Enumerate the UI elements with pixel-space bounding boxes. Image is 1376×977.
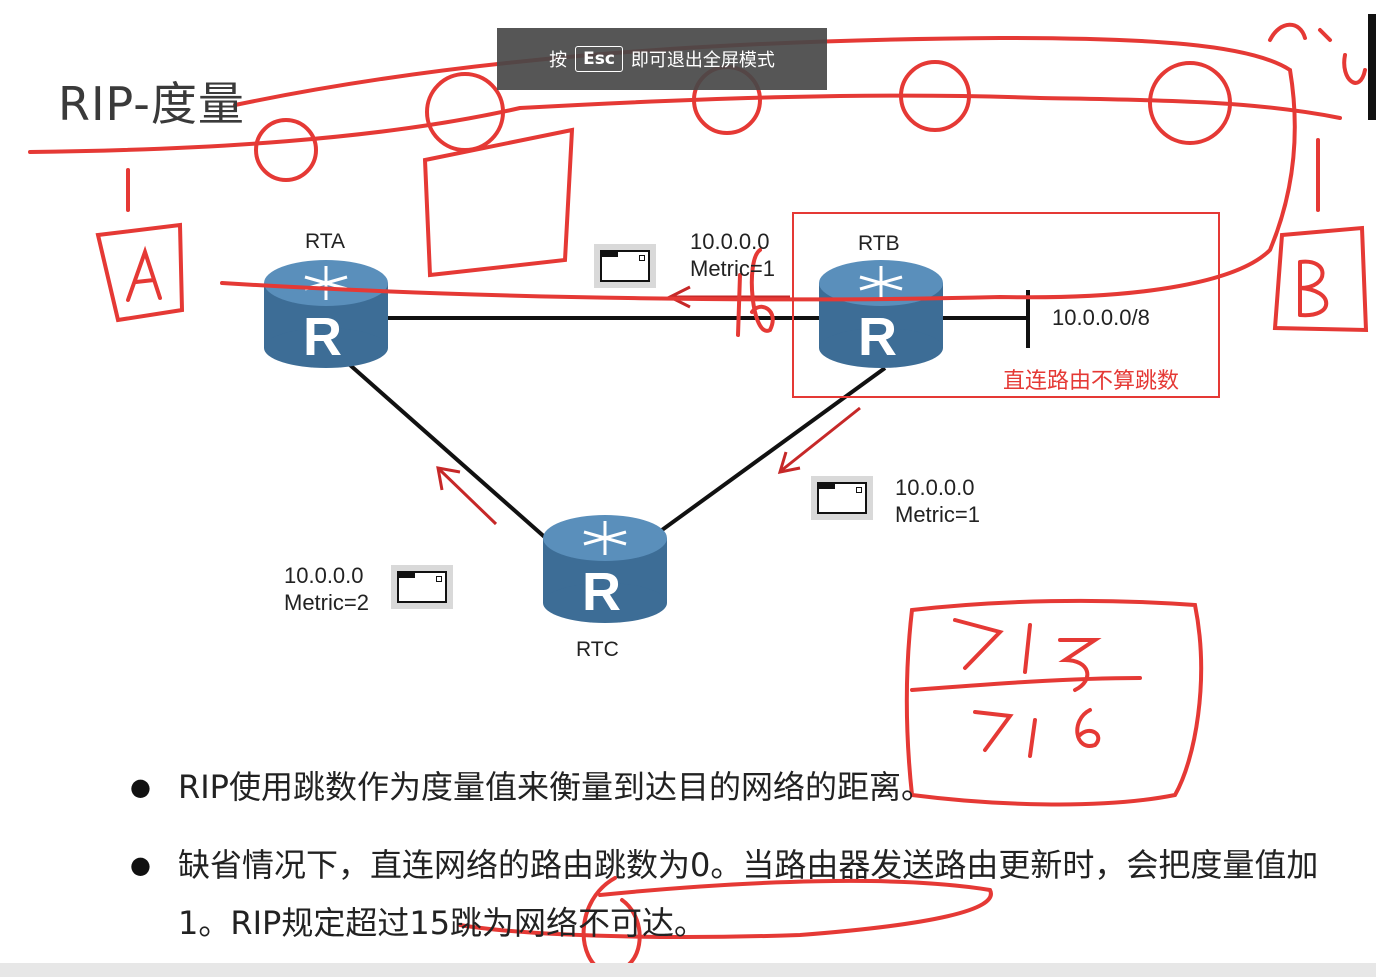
fullscreen-exit-toast[interactable]: 按 Esc 即可退出全屏模式 bbox=[497, 28, 827, 90]
bottom-scrollbar[interactable] bbox=[0, 963, 1376, 977]
packet-icon-rtc-to-rta bbox=[391, 565, 453, 609]
update-metric: Metric=1 bbox=[895, 502, 980, 527]
packet-icon-rtb-to-rta bbox=[594, 244, 656, 288]
scroll-edge-bar bbox=[1368, 14, 1376, 120]
router-rta-label: RTA bbox=[305, 230, 346, 253]
link-rtb-rtc bbox=[660, 366, 887, 532]
rtb-highlight-box bbox=[792, 212, 1220, 398]
bullet-item: 缺省情况下，直连网络的路由跳数为0。当路由器发送路由更新时，会把度量值加1。RI… bbox=[130, 836, 1330, 952]
link-rta-rtc bbox=[348, 363, 550, 542]
arrow-rtc-to-rta bbox=[438, 468, 498, 526]
router-rtc-label: RTC bbox=[576, 638, 619, 661]
update-rtc-to-rta: 10.0.0.0 Metric=2 bbox=[284, 562, 369, 616]
update-network: 10.0.0.0 bbox=[284, 563, 364, 588]
esc-key-badge: Esc bbox=[575, 46, 623, 72]
annotation-circle-1 bbox=[254, 118, 318, 182]
arrow-rtb-to-rtc bbox=[781, 406, 861, 472]
toast-prefix: 按 bbox=[549, 50, 568, 71]
annotation-box-r1 bbox=[422, 127, 575, 278]
bullet-list: RIP使用跳数作为度量值来衡量到达目的网络的距离。 缺省情况下，直连网络的路由跳… bbox=[130, 758, 1330, 952]
annotation-box-a bbox=[95, 222, 185, 323]
router-rta-icon bbox=[264, 260, 388, 368]
update-metric: Metric=2 bbox=[284, 590, 369, 615]
toast-suffix: 即可退出全屏模式 bbox=[630, 50, 775, 71]
router-rta-letter: R bbox=[303, 307, 342, 367]
network-label: 10.0.0.0/8 bbox=[1052, 305, 1150, 330]
router-rtc-letter: R bbox=[582, 562, 621, 622]
update-network: 10.0.0.0 bbox=[690, 229, 770, 254]
router-rtb-letter: R bbox=[858, 307, 897, 367]
update-network: 10.0.0.0 bbox=[895, 475, 975, 500]
highlight-note: 直连路由不算跳数 bbox=[1003, 369, 1180, 394]
router-rtb-label: RTB bbox=[858, 232, 900, 255]
annotation-box-b bbox=[1272, 225, 1369, 333]
packet-icon-rtb-to-rtc bbox=[811, 476, 873, 520]
router-rtc-icon bbox=[543, 515, 667, 623]
annotation-top-line bbox=[28, 93, 1342, 154]
update-metric: Metric=1 bbox=[690, 256, 775, 281]
bullet-item: RIP使用跳数作为度量值来衡量到达目的网络的距离。 bbox=[130, 758, 1330, 816]
update-rtb-to-rtc: 10.0.0.0 Metric=1 bbox=[895, 474, 980, 528]
router-rtb-icon bbox=[819, 260, 943, 368]
update-rtb-to-rta: 10.0.0.0 Metric=1 bbox=[690, 228, 775, 282]
slide-title: RIP-度量 bbox=[58, 77, 245, 131]
